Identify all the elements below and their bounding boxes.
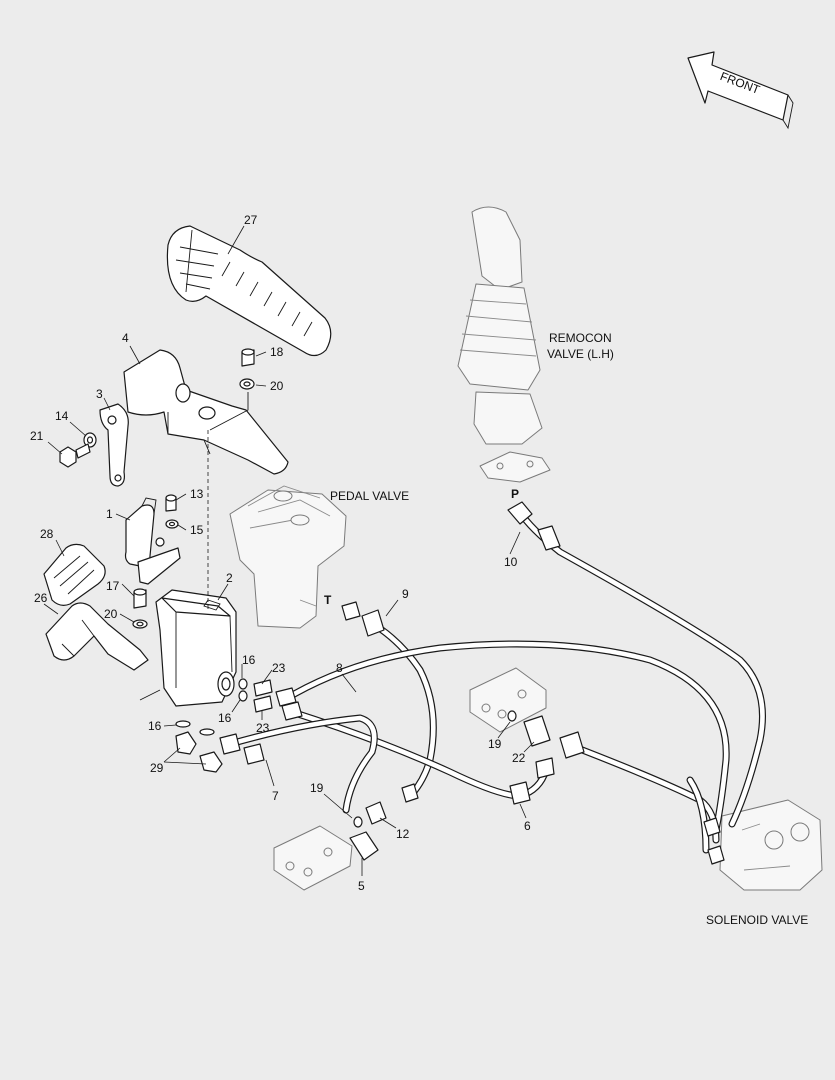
bolt-13 [165, 494, 177, 512]
callout-7: 7 [272, 789, 279, 803]
callout-17: 17 [106, 579, 120, 593]
seal-16-bottom [175, 720, 215, 736]
callout-2: 2 [226, 571, 233, 585]
pedal-valve-assembly [229, 485, 347, 629]
hose-fittings [219, 501, 725, 865]
callout-19a: 19 [488, 737, 502, 751]
callout-16c: 16 [148, 719, 162, 733]
callout-26: 26 [34, 591, 48, 605]
port-p-label: P [511, 487, 519, 501]
remocon-valve-assembly [457, 206, 551, 483]
callout-labels: 27 18 4 20 3 14 21 13 1 15 28 2 17 26 20… [30, 213, 531, 893]
washer-14 [83, 432, 97, 448]
remocon-label-line1: REMOCON [549, 331, 612, 345]
callout-21: 21 [30, 429, 44, 443]
callout-20a: 20 [270, 379, 284, 393]
callout-12: 12 [396, 827, 410, 841]
fitting-23-lower [253, 695, 273, 713]
elbow-29 [175, 731, 223, 773]
pedal-pad-28 [43, 543, 106, 606]
seal-16-lower [238, 690, 248, 702]
seal-16-upper [238, 678, 248, 690]
front-arrow-icon: FRONT [687, 51, 794, 130]
port-block-lower [273, 825, 353, 891]
callout-28: 28 [40, 527, 54, 541]
pedal-valve-label: PEDAL VALVE [330, 489, 409, 503]
port-t-label: T [324, 593, 332, 607]
callout-9: 9 [402, 587, 409, 601]
bolt-21 [59, 443, 91, 468]
callout-1: 1 [106, 507, 113, 521]
callout-18: 18 [270, 345, 284, 359]
callout-23a: 23 [272, 661, 286, 675]
callout-23b: 23 [256, 721, 270, 735]
fitting-23-upper [253, 679, 273, 697]
callout-15: 15 [190, 523, 204, 537]
callout-4: 4 [122, 331, 129, 345]
leader-lines [43, 225, 535, 876]
callout-29: 29 [150, 761, 164, 775]
callout-13: 13 [190, 487, 204, 501]
mount-bracket-1 [124, 497, 181, 585]
solenoid-valve-assembly [719, 799, 823, 891]
callout-19b: 19 [310, 781, 324, 795]
callout-27: 27 [244, 213, 258, 227]
callout-8: 8 [336, 661, 343, 675]
callout-20b: 20 [104, 607, 118, 621]
callout-10: 10 [504, 555, 518, 569]
callout-3: 3 [96, 387, 103, 401]
component-labels: REMOCON VALVE (L.H) PEDAL VALVE SOLENOID… [324, 331, 808, 927]
callout-16b: 16 [218, 711, 232, 725]
remocon-label-line2: VALVE (L.H) [547, 347, 614, 361]
bolt-17 [133, 588, 147, 609]
callout-16a: 16 [242, 653, 256, 667]
pedal-pad-27 [166, 225, 332, 357]
solenoid-valve-label: SOLENOID VALVE [706, 913, 808, 927]
port-block-upper [469, 667, 547, 733]
washer-15 [165, 519, 179, 529]
washer-20-upper [239, 378, 255, 390]
pedal-valve-body-2 [155, 589, 237, 707]
callout-14: 14 [55, 409, 69, 423]
pedal-bracket-4 [123, 349, 289, 475]
callout-5: 5 [358, 879, 365, 893]
washer-20-lower [132, 619, 148, 629]
callout-6: 6 [524, 819, 531, 833]
callout-22: 22 [512, 751, 526, 765]
pivot-arm-3 [99, 403, 129, 487]
pedal-plate-26 [45, 602, 149, 671]
bolt-18 [241, 348, 255, 367]
